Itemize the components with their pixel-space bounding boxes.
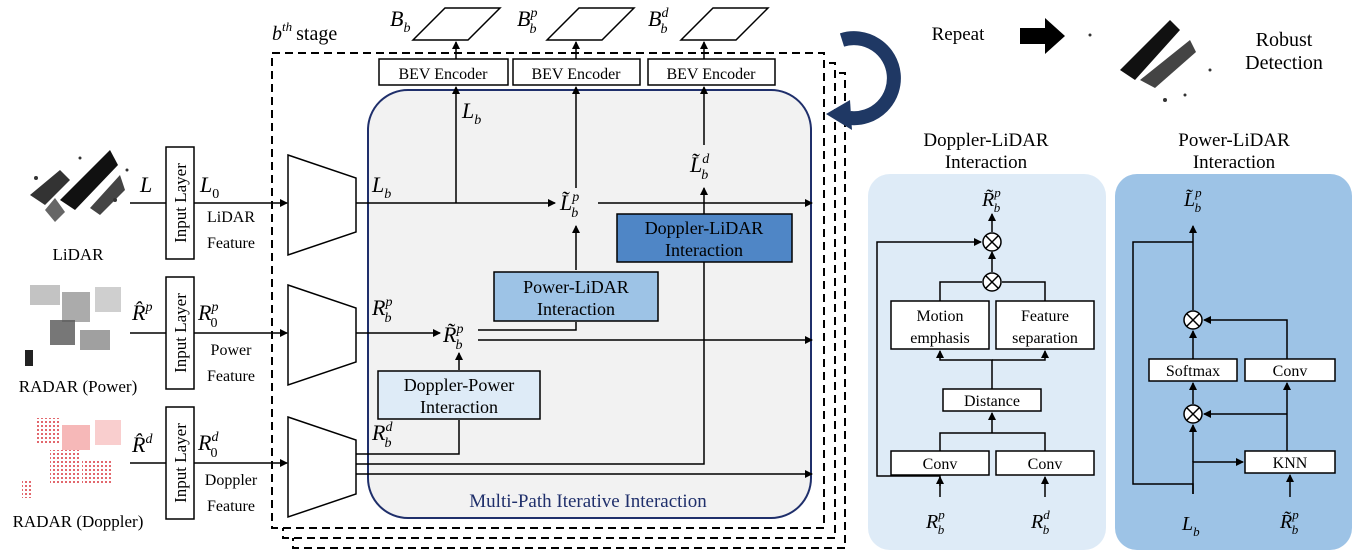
detection-pointcloud-image (1088, 20, 1212, 102)
svg-text:Distance: Distance (964, 393, 1020, 410)
symbol-L0: L0 (199, 172, 219, 202)
input-layer-power: Input Layer (165, 276, 195, 390)
svg-text:Input Layer: Input Layer (171, 293, 190, 373)
lidar-caption: LiDAR (53, 245, 105, 264)
doppler-lidar-interaction-module: Doppler-LiDAR Interaction (616, 213, 793, 263)
svg-text:Interaction: Interaction (420, 397, 498, 417)
doppler-feature-label-2: Feature (207, 498, 255, 515)
svg-text:Softmax: Softmax (1166, 363, 1220, 380)
radar-power-pointcloud-image (25, 285, 121, 366)
symbol-Bb: Bb (390, 6, 410, 36)
svg-text:Conv: Conv (1028, 456, 1063, 473)
lidar-feature-label-2: Feature (207, 235, 255, 252)
svg-text:emphasis: emphasis (910, 330, 970, 347)
bev-output-plane-3 (679, 7, 770, 41)
softmax-box: Softmax (1148, 358, 1238, 382)
distance-box: Distance (942, 388, 1042, 412)
svg-text:BEV Encoder: BEV Encoder (531, 66, 621, 83)
svg-text:separation: separation (1012, 330, 1078, 347)
lidar-pointcloud-image (30, 150, 129, 222)
svg-text:Interaction: Interaction (665, 240, 743, 260)
svg-text:Feature: Feature (1021, 308, 1069, 325)
encoder-trapezoid-lidar (287, 153, 357, 257)
panel-dl-title-2: Interaction (945, 152, 1028, 173)
knn-box: KNN (1244, 450, 1336, 474)
panel-pl-title-2: Interaction (1193, 152, 1276, 173)
panel-pl-title: Power-LiDAR (1178, 130, 1290, 151)
input-symbol-doppler: R̂d (131, 432, 153, 457)
power-feature-label: Power (211, 342, 253, 359)
repeat-arrow-icon (826, 31, 901, 130)
bev-output-plane-2 (545, 7, 636, 41)
svg-text:Doppler-Power: Doppler-Power (404, 375, 515, 395)
symbol-Lb: Lb (371, 172, 391, 202)
svg-text:Input Layer: Input Layer (171, 163, 190, 243)
panel-dl (868, 174, 1106, 550)
lidar-feature-label: LiDAR (207, 209, 255, 226)
bev-encoder-1: BEV Encoder (378, 58, 509, 86)
bev-encoder-3: BEV Encoder (647, 58, 776, 86)
svg-text:Power-LiDAR: Power-LiDAR (523, 277, 629, 297)
radar-doppler-caption: RADAR (Doppler) (13, 512, 144, 531)
input-symbol-power: R̂p (131, 300, 152, 325)
conv-box-right: Conv (995, 450, 1095, 476)
radar-power-caption: RADAR (Power) (19, 377, 138, 396)
robust-detection-label-2: Detection (1245, 52, 1323, 74)
conv-box-left: Conv (890, 450, 990, 476)
feature-separation-box: Feature separation (995, 300, 1095, 350)
svg-text:BEV Encoder: BEV Encoder (398, 66, 488, 83)
svg-text:Conv: Conv (1273, 363, 1308, 380)
input-symbol-lidar: L (139, 172, 152, 197)
radar-doppler-pointcloud-image (22, 418, 121, 498)
repeat-label: Repeat (932, 24, 985, 45)
svg-text:Input Layer: Input Layer (171, 423, 190, 503)
panel-dl-title: Doppler-LiDAR (923, 130, 1049, 151)
svg-text:Conv: Conv (923, 456, 958, 473)
svg-text:Interaction: Interaction (537, 299, 615, 319)
robust-detection-label: Robust (1256, 29, 1313, 51)
mpii-label: Multi-Path Iterative Interaction (469, 491, 707, 512)
panel-pl-input-Lb: Lb (1181, 513, 1200, 539)
multiply-node (982, 272, 1002, 292)
bev-encoder-2: BEV Encoder (512, 58, 641, 86)
conv-box: Conv (1244, 358, 1336, 382)
svg-text:Doppler-LiDAR: Doppler-LiDAR (645, 218, 764, 238)
input-layer-doppler: Input Layer (165, 406, 195, 520)
encoder-trapezoid-doppler (287, 415, 357, 519)
svg-text:KNN: KNN (1273, 455, 1308, 472)
power-feature-label-2: Feature (207, 368, 255, 385)
symbol-Lb-top: Lb (461, 98, 481, 128)
multiply-node (982, 232, 1002, 252)
input-layer-lidar: Input Layer (165, 146, 195, 260)
doppler-feature-label: Doppler (205, 472, 258, 489)
multiply-node (1183, 310, 1203, 330)
bev-output-plane-1 (411, 7, 502, 41)
doppler-power-interaction-module: Doppler-Power Interaction (377, 370, 541, 420)
svg-text:Motion: Motion (916, 308, 963, 325)
svg-text:BEV Encoder: BEV Encoder (666, 66, 756, 83)
encoder-trapezoid-power (287, 283, 357, 387)
power-lidar-interaction-module: Power-LiDAR Interaction (493, 271, 659, 322)
multiply-node (1183, 404, 1203, 424)
next-arrow-icon (1020, 18, 1065, 54)
motion-emphasis-box: Motion emphasis (890, 300, 990, 350)
